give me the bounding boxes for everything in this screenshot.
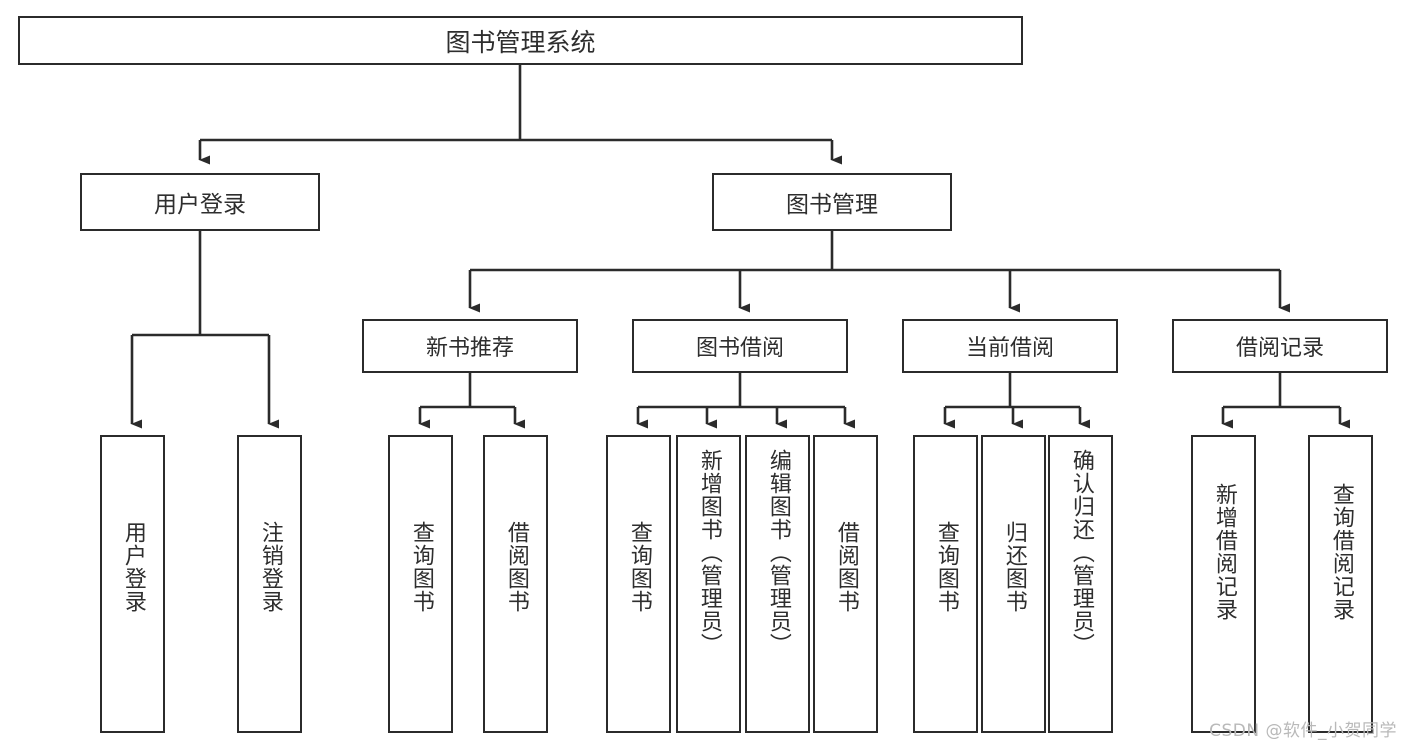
node-borrow-record[interactable]: 借阅记录	[1172, 319, 1388, 373]
leaf-edit-book-admin[interactable]: 编辑图书（管理员）	[745, 435, 810, 733]
leaf-return-book[interactable]: 归还图书	[981, 435, 1046, 733]
leaf-add-borrow-record-label: 新增借阅记录	[1211, 483, 1237, 621]
leaf-logout-label: 注销登录	[257, 521, 283, 613]
node-book-borrow-label: 图书借阅	[695, 336, 784, 361]
node-borrow-record-label: 借阅记录	[1235, 336, 1324, 361]
leaf-edit-book-admin-label: 编辑图书（管理员）	[765, 449, 791, 656]
node-new-book-recommend[interactable]: 新书推荐	[362, 319, 578, 373]
node-current-borrow[interactable]: 当前借阅	[902, 319, 1118, 373]
leaf-query-book-recommend[interactable]: 查询图书	[388, 435, 453, 733]
leaf-add-book-admin[interactable]: 新增图书（管理员）	[676, 435, 741, 733]
node-root-label: 图书管理系统	[445, 27, 596, 57]
node-user-login[interactable]: 用户登录	[80, 173, 320, 231]
leaf-add-borrow-record[interactable]: 新增借阅记录	[1191, 435, 1256, 733]
node-root[interactable]: 图书管理系统	[18, 16, 1023, 65]
leaf-query-book-borrow-label: 查询图书	[626, 521, 652, 613]
watermark: CSDN @软件_小贺同学	[1209, 721, 1397, 741]
leaf-borrow-book-label: 借阅图书	[833, 521, 859, 613]
leaf-borrow-book[interactable]: 借阅图书	[813, 435, 878, 733]
leaf-query-book-recommend-label: 查询图书	[408, 521, 434, 613]
leaf-add-book-admin-label: 新增图书（管理员）	[696, 449, 722, 656]
leaf-query-book-current-label: 查询图书	[933, 521, 959, 613]
leaf-query-borrow-record-label: 查询借阅记录	[1328, 483, 1354, 621]
leaf-confirm-return-admin[interactable]: 确认归还（管理员）	[1048, 435, 1113, 733]
leaf-user-login[interactable]: 用户登录	[100, 435, 165, 733]
leaf-query-book-borrow[interactable]: 查询图书	[606, 435, 671, 733]
leaf-confirm-return-admin-label: 确认归还（管理员）	[1068, 449, 1094, 656]
node-new-book-recommend-label: 新书推荐	[425, 336, 514, 361]
node-book-management-label: 图书管理	[786, 192, 878, 218]
leaf-borrow-book-recommend-label: 借阅图书	[503, 521, 529, 613]
node-current-borrow-label: 当前借阅	[965, 336, 1054, 361]
leaf-user-login-label: 用户登录	[120, 521, 146, 613]
leaf-logout[interactable]: 注销登录	[237, 435, 302, 733]
node-user-login-label: 用户登录	[154, 192, 246, 218]
leaf-query-borrow-record[interactable]: 查询借阅记录	[1308, 435, 1373, 733]
node-book-borrow[interactable]: 图书借阅	[632, 319, 848, 373]
leaf-query-book-current[interactable]: 查询图书	[913, 435, 978, 733]
leaf-return-book-label: 归还图书	[1001, 521, 1027, 613]
node-book-management[interactable]: 图书管理	[712, 173, 952, 231]
leaf-borrow-book-recommend[interactable]: 借阅图书	[483, 435, 548, 733]
